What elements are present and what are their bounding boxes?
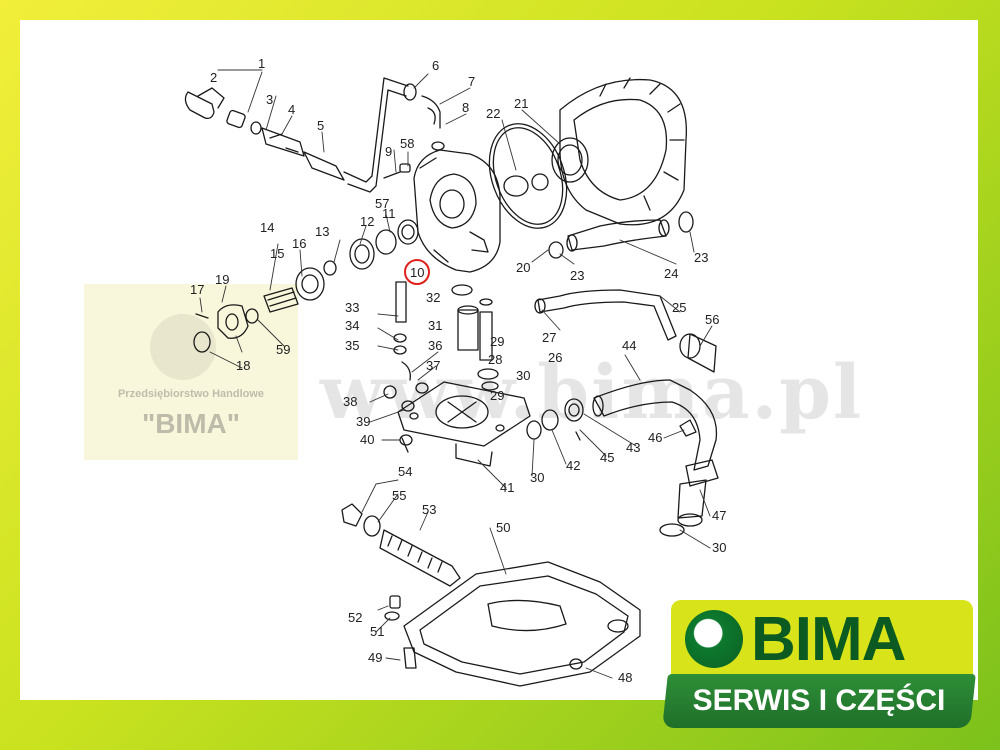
part-label-20: 20 [516, 260, 530, 275]
part-label-51: 51 [370, 624, 384, 639]
part-label-42: 42 [566, 458, 580, 473]
part-label-1: 1 [258, 56, 265, 71]
part-label-31: 31 [428, 318, 442, 333]
part-label-3: 3 [266, 92, 273, 107]
bima-logo: BIMA SERWIS I CZĘŚCI [662, 600, 976, 730]
part-label-39: 39 [356, 414, 370, 429]
part-label-40: 40 [360, 432, 374, 447]
watermark-logo-icon [150, 314, 216, 380]
part-label-59: 59 [276, 342, 290, 357]
part-label-33: 33 [345, 300, 359, 315]
part-label-36: 36 [428, 338, 442, 353]
part-label-11: 11 [382, 206, 396, 221]
part-label-58: 58 [400, 136, 414, 151]
logo-brand-text: BIMA [751, 605, 906, 674]
part-label-23b: 23 [694, 250, 708, 265]
right-down-pipe [534, 289, 719, 537]
part-label-37: 37 [426, 358, 440, 373]
part-label-35: 35 [345, 338, 359, 353]
vertical-tube-parts [383, 281, 499, 412]
part-label-48: 48 [618, 670, 632, 685]
part-label-56: 56 [705, 312, 719, 327]
diagram-canvas: Przedsiębiorstwo Handlowe "BIMA" www.bim… [20, 20, 978, 700]
part-label-34: 34 [345, 318, 359, 333]
logo-ball-icon [685, 610, 743, 668]
watermark-company-box: Przedsiębiorstwo Handlowe "BIMA" [84, 284, 298, 460]
lower-left-parts [341, 503, 461, 669]
part-label-49: 49 [368, 650, 382, 665]
middle-fittings [526, 379, 718, 471]
part-label-47: 47 [712, 508, 726, 523]
part-label-41: 41 [500, 480, 514, 495]
part-label-12: 12 [360, 214, 374, 229]
part-label-18: 18 [236, 358, 250, 373]
part-label-24: 24 [664, 266, 678, 281]
hose-fitting-assembly [184, 77, 445, 193]
logo-tagline: SERWIS I CZĘŚCI [692, 684, 946, 717]
part-label-21: 21 [514, 96, 528, 111]
shaft-seal-assembly [193, 229, 397, 353]
part-label-22: 22 [486, 106, 500, 121]
part-label-53: 53 [422, 502, 436, 517]
part-label-15: 15 [270, 246, 284, 261]
watermark-company-line: Przedsiębiorstwo Handlowe [117, 388, 265, 400]
part-label-26: 26 [548, 350, 562, 365]
part-label-19: 19 [215, 272, 229, 287]
part-label-29a: 29 [490, 334, 504, 349]
part-label-45: 45 [600, 450, 614, 465]
watermark-domain: www.bima.pl [320, 350, 864, 436]
pump-housing [383, 149, 501, 273]
oil-pan [403, 561, 641, 687]
part-label-46: 46 [648, 430, 662, 445]
part-label-25: 25 [672, 300, 686, 315]
cover-plate [397, 381, 531, 467]
part-label-10: 10 [410, 265, 424, 280]
part-label-32: 32 [426, 290, 440, 305]
part-label-17: 17 [190, 282, 204, 297]
part-label-28: 28 [488, 352, 502, 367]
highlight-circle-part-10 [404, 259, 430, 285]
part-label-7: 7 [468, 74, 475, 89]
part-label-30a: 30 [516, 368, 530, 383]
part-label-57: 57 [375, 196, 389, 211]
part-label-16: 16 [292, 236, 306, 251]
logo-top-panel: BIMA [671, 600, 973, 678]
part-label-27: 27 [542, 330, 556, 345]
part-label-23a: 23 [570, 268, 584, 283]
part-label-8: 8 [462, 100, 469, 115]
leader-lines [199, 69, 713, 679]
part-label-4: 4 [288, 102, 295, 117]
gasket-and-bell-housing [488, 77, 688, 229]
part-label-44: 44 [622, 338, 636, 353]
part-labels: 1 2 3 4 5 6 7 8 9 10 11 12 13 14 15 16 1… [190, 56, 726, 685]
part-label-6: 6 [432, 58, 439, 73]
part-label-38: 38 [343, 394, 357, 409]
part-label-52: 52 [348, 610, 362, 625]
part-label-29b: 29 [490, 388, 504, 403]
part-label-13: 13 [315, 224, 329, 239]
part-label-9: 9 [385, 144, 392, 159]
part-label-30c: 30 [712, 540, 726, 555]
part-label-2: 2 [210, 70, 217, 85]
part-label-43: 43 [626, 440, 640, 455]
exploded-parts-diagram: 1 2 3 4 5 6 7 8 9 10 11 12 13 14 15 16 1… [184, 56, 726, 687]
part-label-14: 14 [260, 220, 274, 235]
watermark-company-name: "BIMA" [141, 408, 241, 439]
part-label-55: 55 [392, 488, 406, 503]
part-label-50: 50 [496, 520, 510, 535]
right-pipe-assembly [548, 211, 694, 259]
part-label-5: 5 [317, 118, 324, 133]
part-label-54: 54 [398, 464, 412, 479]
part-label-30b: 30 [530, 470, 544, 485]
